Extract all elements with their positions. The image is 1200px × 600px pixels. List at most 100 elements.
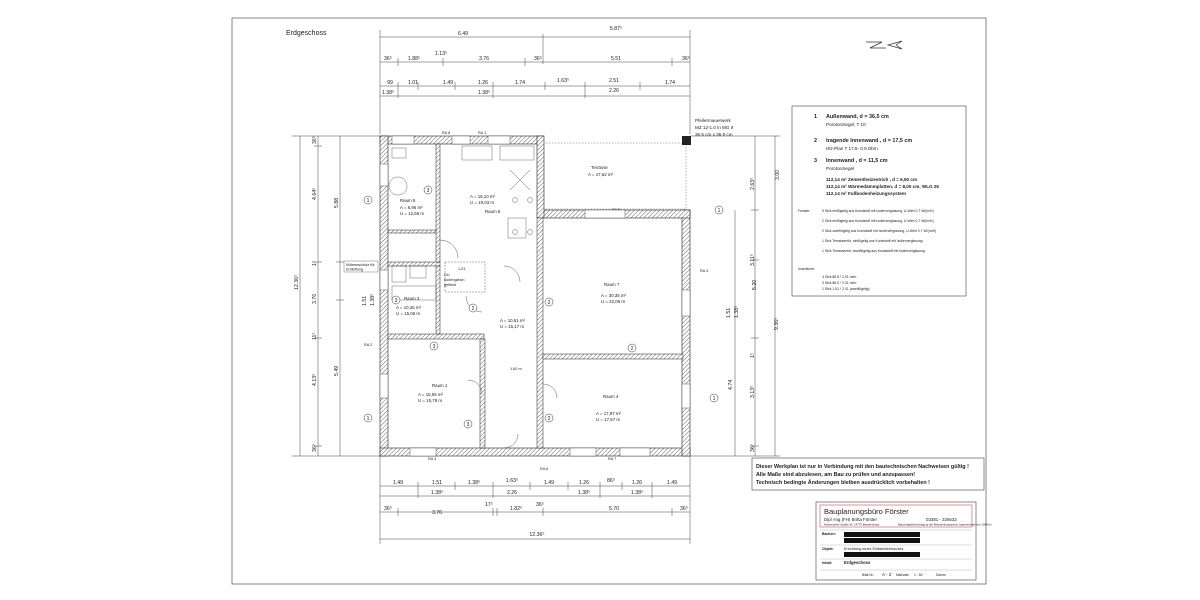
legend-title-3: Innenwand , d = 11,5 cm	[826, 158, 888, 164]
room-3-area: A = 10,36 m²	[396, 305, 422, 310]
axis-marker: RA 8	[442, 131, 450, 135]
left-dim-1: 36⁵	[312, 136, 318, 144]
top-dim-row2-2: 1.88⁵	[408, 56, 420, 62]
left-dim-8: 5.88	[334, 198, 340, 208]
top-dim-row2-6: 5.51	[611, 56, 621, 62]
bottom-dim-row1-1: 1.49	[393, 480, 403, 486]
right-dim-6: 1.38⁵	[734, 306, 740, 318]
stair-note: 1.01	[458, 267, 465, 271]
left-dim-4: 3.76	[312, 294, 318, 304]
wall-marker-1: 1	[367, 416, 370, 422]
bottom-dim-row2-2: 2.26	[507, 490, 517, 496]
axis-marker: RA 1	[478, 131, 486, 135]
pillar-note-line-2: MZ 12-1.0 in MG II	[695, 125, 733, 130]
top-dim-row4-1: 1.38⁵	[382, 90, 394, 96]
notice-line-3: Technisch bedingte Änderungen bleiben au…	[756, 479, 930, 486]
kitchen-counter	[461, 145, 535, 239]
other-note: 1.60 m	[510, 367, 522, 371]
right-dim-1: 2.63⁵	[750, 178, 756, 190]
axis-marker: RA 4	[428, 457, 436, 461]
wall-marker-1: 1	[718, 208, 721, 214]
room-1-name: Raum 1	[432, 383, 448, 388]
legend-sub-2: Hlz-Plan T 17.5- 0.9 Dbm	[826, 146, 878, 151]
wall-marker-1: 1	[367, 198, 370, 204]
wall-marker-2: 2	[548, 300, 551, 306]
room-6-name: Raum 6	[485, 209, 501, 214]
wall-marker-3: 3	[433, 344, 436, 350]
legend-tueren-row-3: 1 Stck 1.51 * 2.01 (zweiflügelig)	[822, 287, 870, 291]
top-dim-row2-7: 36⁵	[682, 56, 690, 62]
bottom-dim-row1-8: 1.26	[632, 480, 642, 486]
bottom-dim-row1-7: 86⁵	[607, 478, 615, 484]
top-dimension-labels: 6.49 5.87⁵ 36⁵ 1.88⁵ 1.13⁵ 3.76 36⁵ 5.51…	[382, 26, 690, 96]
north-arrow-icon	[866, 40, 903, 50]
right-dimension-labels: 2.63⁵ 3.00 3.11⁵ 5.20 1.51 1.38⁵ 9.36⁵ 1…	[726, 170, 781, 452]
label-bauherr: Bauherr:	[822, 532, 836, 536]
right-dim-7: 9.36⁵	[774, 318, 780, 330]
windows	[379, 135, 691, 457]
right-dim-10: 3.13⁵	[750, 386, 756, 398]
sheet-title: Erdgeschoss	[286, 30, 327, 37]
interior-walls	[387, 143, 684, 449]
left-dim-12: 1.38⁵	[370, 294, 376, 306]
terrace-name: Terrasse	[591, 165, 608, 170]
top-dim-row3-4: 1.26	[478, 80, 488, 86]
left-dim-3: 1⁵	[312, 261, 318, 266]
bathroom-fixtures	[388, 147, 486, 301]
top-dim-row3-6: 1.63⁵	[557, 78, 569, 84]
drawing-name: Erdgeschoss	[844, 560, 871, 565]
legend-tueren-label: Innentüren:	[798, 267, 815, 271]
room-4-name: Raum 4	[603, 394, 619, 399]
left-dim-2: 4.64⁵	[312, 188, 318, 200]
label-plan: Inhalt:	[822, 561, 832, 565]
wall-marker-2: 2	[472, 306, 475, 312]
legend-fenster-row-3: 2 Stck zweiflügelig aus Kunststoff mit I…	[822, 229, 936, 233]
top-dimension-chain	[379, 30, 691, 134]
wall-marker-2: 2	[548, 416, 551, 422]
top-dim-row2-3: 1.13⁵	[435, 51, 447, 57]
pillar-note-line-1: Pfeilermauerwerk	[695, 118, 731, 123]
legend-title-2: tragende Innenwand , d = 17,5 cm	[826, 138, 912, 144]
room-3-name: Raum 3	[404, 296, 420, 301]
bottom-dim-row2-1: 1.38⁵	[431, 490, 443, 496]
title-block: Bauplanungsbüro Förster Dipl.-Ing.(FH) B…	[815, 501, 992, 581]
redacted-address	[844, 552, 920, 557]
right-dim-5: 1.51	[726, 308, 732, 318]
legend-num-1: 1	[814, 114, 817, 120]
bottom-dim-row3-2: 3.76	[432, 510, 442, 516]
room-4-perim: U = 17,67 m	[596, 417, 620, 422]
legend-floor-3: 112,14 m² Fußbodenheizungssystem	[826, 191, 906, 196]
axis-marker: RA 3	[700, 269, 708, 273]
chimney-note-1: Wärmeschutz für	[346, 263, 375, 267]
pillar-note: Pfeilermauerwerk MZ 12-1.0 in MG II 36.5…	[695, 118, 733, 137]
company-name: Bauplanungsbüro Förster	[824, 507, 909, 516]
legend-sub-1: Porotonziegel, T 10	[826, 122, 866, 127]
right-dim-9: 4.74	[728, 380, 734, 390]
right-dim-11: 36⁵	[750, 444, 756, 452]
legend-num-3: 3	[814, 158, 817, 164]
pillar-note-line-3: 36.5 cm x 36.5 cm	[695, 132, 733, 137]
left-dimension-chain	[292, 135, 380, 457]
legend-title-1: Außenwand, d = 36,5 cm	[826, 114, 889, 120]
side-notes: Wärmeschutz für Entlüftung DU bodengleic…	[343, 260, 522, 371]
bottom-dim-row3-1: 36⁵	[384, 506, 392, 512]
left-dim-9: 5.49	[334, 366, 340, 376]
legend-floor-1: 112,14 m² Zementheizestrich , d = 6,50 c…	[826, 177, 917, 182]
redacted-owner-1	[844, 532, 920, 537]
left-dimension-labels: 36⁵ 4.64⁵ 1⁵ 3.76 11⁵ 4.13⁵ 36⁵ 5.88 5.4…	[294, 136, 376, 452]
door-swings	[439, 239, 558, 449]
top-dim-row3-1: 99	[387, 80, 393, 86]
shower-note-1: DU	[444, 273, 450, 277]
top-dim-row3-3: 1.49	[443, 80, 453, 86]
shower-note-2: bodengleich	[444, 278, 464, 282]
wall-marker-3: 3	[427, 188, 430, 194]
bottom-dim-row3-3: 17⁵	[485, 502, 493, 508]
room-1-perim: U = 15,79 m	[418, 398, 442, 403]
room-labels: Raum 5 A = 6,96 m² U = 12,66 m A = 19,10…	[396, 165, 627, 422]
top-dim-row2-5: 36⁵	[534, 56, 542, 62]
bottom-dim-row1-4: 1.63⁵	[506, 478, 518, 484]
bottom-dimension-chain	[379, 456, 691, 544]
room-6-area: A = 19,10 m²	[470, 194, 496, 199]
notice-line-1: Dieser Werkplan ist nur in Verbindung mi…	[756, 464, 969, 470]
top-dim-row4-3: 2.26	[609, 88, 619, 94]
